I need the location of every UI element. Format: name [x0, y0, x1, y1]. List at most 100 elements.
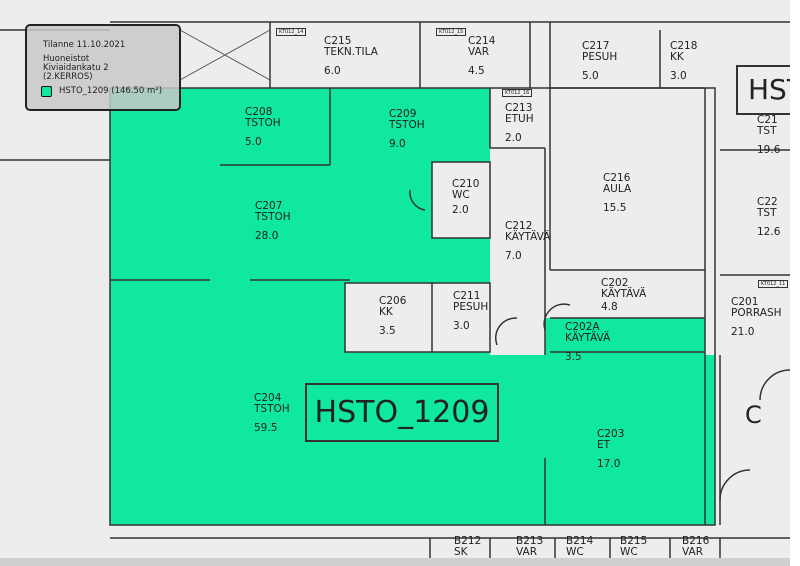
legend-floor: (2.KERROS)	[43, 72, 93, 82]
room-type: PESUH	[453, 301, 489, 313]
room-area: 12.6	[757, 226, 781, 238]
room-type: KÄYTÄVÄ	[565, 332, 611, 344]
room-id: C208	[245, 106, 273, 118]
room-area: 19.6	[757, 144, 781, 156]
room-area: 3.0	[670, 70, 687, 82]
walls	[0, 21, 800, 566]
room-id: C206	[379, 295, 407, 307]
corridor-c212	[490, 148, 545, 355]
room-id: B216	[682, 535, 710, 547]
room-type: WC	[566, 545, 584, 558]
room-id: C202	[601, 277, 629, 289]
room-tag: KT012_16	[502, 89, 533, 97]
room-type: ETUH	[505, 113, 534, 125]
room-id: C216	[603, 172, 631, 184]
room-area: 2.0	[452, 204, 469, 216]
room-type: TEKN.TILA	[324, 46, 378, 58]
room-id: C22	[757, 196, 778, 208]
room-id: B213	[516, 535, 544, 547]
room-type: PORRASH	[731, 307, 782, 319]
legend-address: Kiviaidankatu 2	[43, 63, 109, 73]
room-type: KÄYTÄVÄ	[601, 288, 647, 300]
room-id: C209	[389, 108, 417, 120]
room-id: C218	[670, 40, 698, 52]
right-margin	[790, 0, 800, 566]
room-id: C217	[582, 40, 610, 52]
room-area: 5.0	[245, 136, 262, 148]
room-type: TST	[757, 125, 777, 137]
room-id: C212	[505, 220, 533, 232]
bath-block	[345, 283, 490, 352]
legend-swatch	[41, 86, 52, 97]
room-type: KK	[379, 306, 393, 318]
room-type: VAR	[516, 545, 537, 558]
room-area: 3.5	[379, 325, 396, 337]
room-type: VAR	[468, 46, 489, 58]
room-type: WC	[620, 545, 638, 558]
room-type: AULA	[603, 183, 632, 195]
room-id: C207	[255, 200, 283, 212]
room-area: 5.0	[582, 70, 599, 82]
room-type: KÄYTÄVÄ	[505, 231, 551, 243]
room-type: KK	[670, 51, 684, 63]
bottom-bar	[0, 558, 790, 566]
room-type: TSTOH	[254, 403, 290, 415]
room-type: WC	[452, 189, 470, 201]
room-id: C214	[468, 35, 496, 47]
room-area: 59.5	[254, 422, 278, 434]
legend-panel: Tilanne 11.10.2021 Huoneistot Kiviaidank…	[25, 24, 181, 111]
apartment-label[interactable]: HSTO_1209	[305, 383, 499, 442]
room-id: B212	[454, 535, 482, 547]
room-tag: KT012_15	[436, 28, 467, 36]
room-id: B215	[620, 535, 648, 547]
room-area: 28.0	[255, 230, 279, 242]
legend-date: Tilanne 11.10.2021	[43, 40, 126, 50]
room-area: 15.5	[603, 202, 627, 214]
room-type: TSTOH	[255, 211, 291, 223]
room-type: ET	[597, 439, 611, 451]
room-id: C202A	[565, 321, 600, 333]
room-type: PESUH	[582, 51, 618, 63]
room-area: 6.0	[324, 65, 341, 77]
room-area: 21.0	[731, 326, 755, 338]
room-area: 3.5	[565, 351, 582, 363]
legend-layer: Huoneistot	[43, 54, 90, 64]
room-id: C201	[731, 296, 759, 308]
room-id: C211	[453, 290, 481, 302]
room-id: C210	[452, 178, 480, 190]
room-id: C213	[505, 102, 533, 114]
legend-item[interactable]: HSTO_1209 (146.50 m²)	[59, 86, 163, 96]
room-area: 3.0	[453, 320, 470, 332]
room-tag: KT012_11	[758, 280, 789, 288]
room-tag: KT012_14	[276, 28, 307, 36]
room-area: 17.0	[597, 458, 621, 470]
stair-label: C	[745, 401, 762, 429]
